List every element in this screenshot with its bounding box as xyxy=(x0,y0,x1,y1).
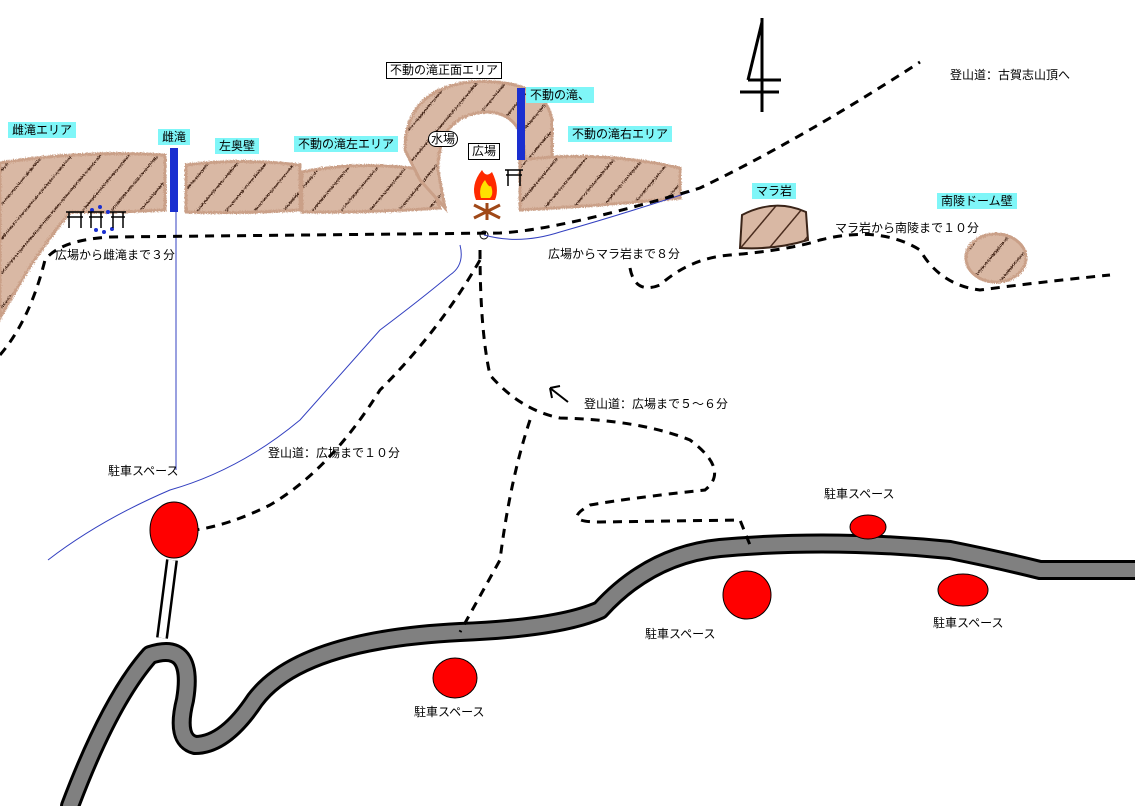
route-label-trail-10: 登山道：広場まで１０分 xyxy=(268,446,401,460)
parking-label-4: 駐車スペース xyxy=(824,487,895,501)
area-label-fudo-left: 不動の滝左エリア xyxy=(294,136,399,152)
campfire-icon xyxy=(473,170,501,220)
area-label-fudo-waterfall: 不動の滝、 xyxy=(526,87,595,103)
route-label-hiroba-mesutaki: 広場から雌滝まで３分 xyxy=(55,248,176,262)
road xyxy=(60,533,1135,806)
parking-label-1: 駐車スペース xyxy=(108,464,179,478)
parking-spot-4 xyxy=(849,514,887,540)
parking-spots xyxy=(149,501,989,699)
rock-nanryo-dome xyxy=(964,232,1028,284)
area-label-fudo-right: 不動の滝右エリア xyxy=(568,126,673,142)
direction-arrow-icon xyxy=(549,385,569,403)
area-label-mesutaki: 雌滝エリア xyxy=(8,122,77,138)
mesutaki-waterfall xyxy=(170,148,178,212)
route-label-mara-nanryo: マラ岩から南陵まで１０分 xyxy=(835,221,980,235)
area-label-nanryo-dome: 南陵ドーム壁 xyxy=(937,193,1017,209)
north-arrow-icon xyxy=(740,18,781,112)
hiroba-label: 広場 xyxy=(468,143,501,160)
parking-spot-2 xyxy=(432,657,478,699)
rock-wall-fudo-right xyxy=(518,154,682,212)
rock-mara xyxy=(738,204,810,250)
parking-label-3: 駐車スペース xyxy=(645,627,716,641)
route-label-trail-5-6: 登山道：広場まで５～６分 xyxy=(584,397,729,411)
area-label-mara-rock: マラ岩 xyxy=(752,183,797,199)
route-label-summit: 登山道：古賀志山頂へ xyxy=(950,68,1071,82)
parking-label-5: 駐車スペース xyxy=(933,616,1004,630)
parking-spot-3 xyxy=(722,570,772,620)
route-label-hiroba-mara: 広場からマラ岩まで８分 xyxy=(548,247,681,261)
parking-label-2: 駐車スペース xyxy=(414,705,485,719)
fudo-waterfall xyxy=(517,88,525,160)
rock-wall-hidari-okukabe xyxy=(184,160,302,215)
rock-wall-fudo-left xyxy=(300,163,443,214)
shrine-gate-icon xyxy=(66,169,523,228)
trail-paths xyxy=(0,60,1111,633)
rock-wall-mesutaki xyxy=(0,152,167,322)
parking-spot-5 xyxy=(937,573,989,607)
parking-spot-1 xyxy=(149,501,199,559)
area-label-hidari-okukabe: 左奥壁 xyxy=(215,138,260,154)
area-label-fudo-front: 不動の滝正面エリア xyxy=(386,62,503,79)
area-label-mesutaki-waterfall: 雌滝 xyxy=(158,129,191,145)
stream xyxy=(47,191,691,561)
splash-icon xyxy=(90,205,114,234)
water-source-label: 水場 xyxy=(428,131,459,147)
